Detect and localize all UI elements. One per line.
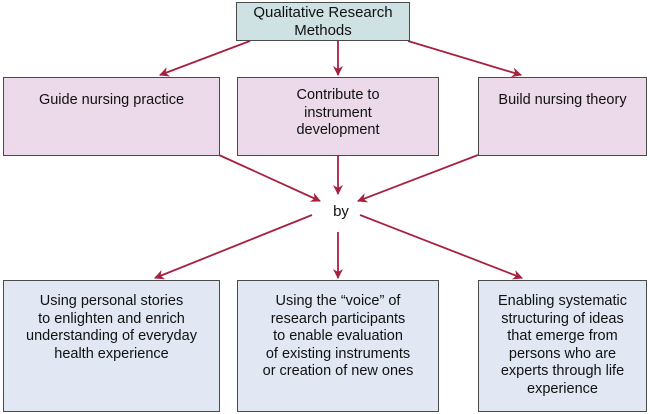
arrow-guide-to-by [218,154,321,202]
node-text-line: or creation of new ones [262,363,414,379]
root-node-label: Qualitative Research Methods [253,4,393,39]
root-node: Qualitative Research Methods [236,2,410,41]
node-text-line: Enabling systematic [498,293,627,309]
node-text-line: health experience [54,345,169,362]
node-text-line: experts through life [500,363,625,379]
node-text-line: structuring of ideas [501,310,624,327]
node-text-line: that emerge from [507,328,618,344]
node-text-line: to enable evaluation [273,328,403,344]
node-text-line: Guide nursing practice [38,92,185,108]
node-text-line: understanding of everyday [26,328,197,344]
node-text-line: to enlighten and enrich [38,310,185,327]
node-text-line: Using personal stories [39,293,184,309]
node-text-line: Contribute to [296,87,380,103]
node-text-line: persons who are [508,345,617,362]
node-text-line: research participants [270,310,406,327]
arrow-build-to-by [357,154,479,203]
node-text-line: Build nursing theory [498,92,627,108]
node-text-line: experience [527,380,598,397]
arrow-by-to-stories [154,214,313,280]
arrow-root-to-guide [159,40,251,77]
arrow-root-to-build [407,40,522,78]
means-node-participant-voice: Using the “voice” of research participan… [237,280,439,412]
connector-label-by: by [333,203,349,220]
node-text-line: of existing instruments [265,345,411,362]
node-text-line: instrument [304,104,372,121]
means-node-personal-stories: Using personal stories to enlighten and … [3,280,220,412]
purpose-node-instrument-development: Contribute to instrument development [237,77,439,156]
node-text-line: Using the “voice” of [275,293,401,309]
means-node-systematic-structuring: Enabling systematic structuring of ideas… [478,280,647,412]
purpose-node-build-theory: Build nursing theory [478,77,647,156]
arrow-by-to-structuring [359,214,523,280]
purpose-node-guide-practice: Guide nursing practice [3,77,220,156]
node-text-line: development [296,122,380,138]
